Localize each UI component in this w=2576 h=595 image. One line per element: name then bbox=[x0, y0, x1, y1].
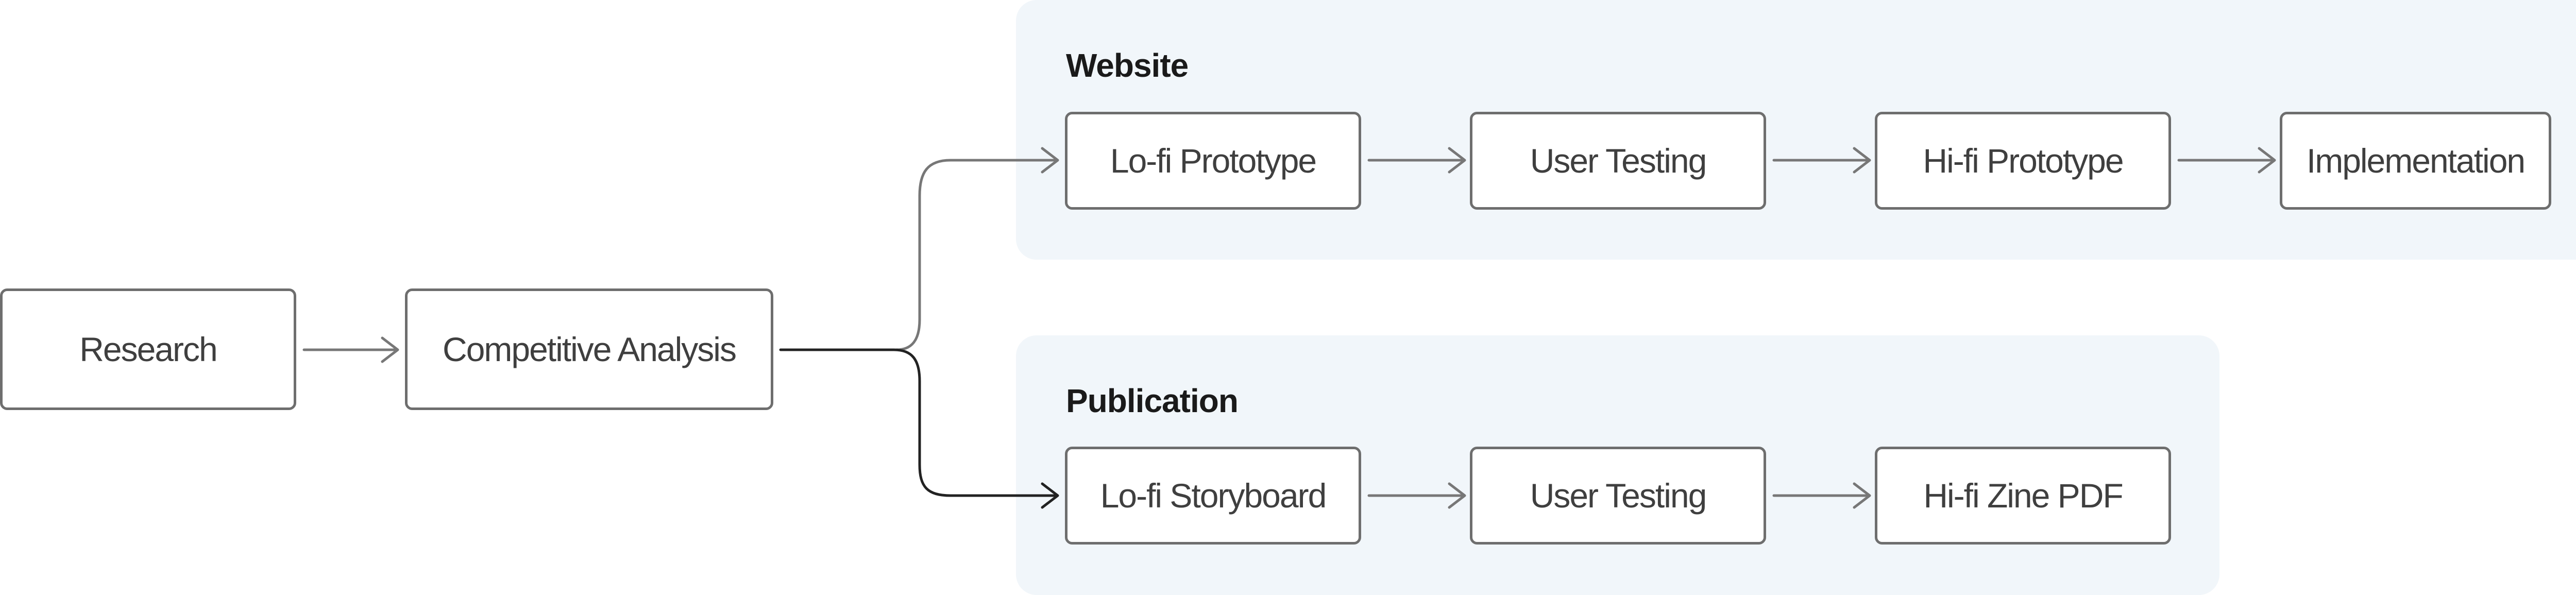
node-implementation: Implementation bbox=[2280, 112, 2551, 210]
node-competitive-analysis: Competitive Analysis bbox=[405, 288, 773, 410]
arrow-hifi-prototype-to-implementation bbox=[2177, 147, 2276, 174]
arrow-lofi-storyboard-to-user-testing bbox=[1367, 482, 1466, 509]
node-website-user-testing: User Testing bbox=[1470, 112, 1766, 210]
branch-to-website bbox=[895, 147, 1059, 351]
node-publication-user-testing: User Testing bbox=[1470, 447, 1766, 545]
node-lofi-storyboard: Lo-fi Storyboard bbox=[1065, 447, 1361, 545]
node-research: Research bbox=[0, 288, 296, 410]
arrow-user-testing-to-hifi-zine bbox=[1772, 482, 1871, 509]
node-lofi-prototype: Lo-fi Prototype bbox=[1065, 112, 1361, 210]
node-hifi-zine-pdf: Hi-fi Zine PDF bbox=[1875, 447, 2171, 545]
arrow-lofi-prototype-to-user-testing bbox=[1367, 147, 1466, 174]
node-hifi-prototype: Hi-fi Prototype bbox=[1875, 112, 2171, 210]
arrow-user-testing-to-hifi-prototype bbox=[1772, 147, 1871, 174]
arrow-research-to-analysis bbox=[302, 336, 399, 363]
branch-to-publication bbox=[779, 348, 1059, 509]
publication-group-title: Publication bbox=[1066, 382, 1239, 419]
website-group-title: Website bbox=[1066, 47, 1189, 84]
